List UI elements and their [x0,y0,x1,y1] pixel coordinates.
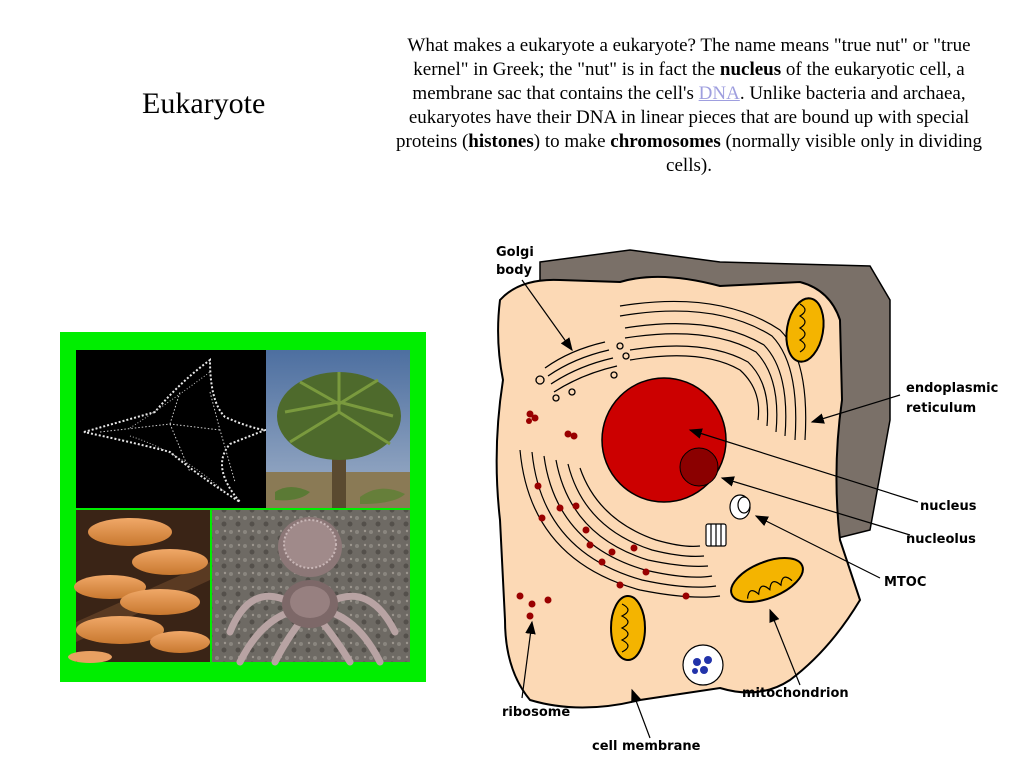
eukaryotic-cell-diagram: Golgi body endoplasmic reticulum nucleus… [495,245,998,754]
mitochondrion-right [730,557,804,603]
label-ribosome: ribosome [502,705,570,720]
description-text: What makes a eukaryote a eukaryote? The … [380,34,998,178]
diatom-photo [76,350,269,508]
description-part: What makes a eukaryote a eukaryote? The … [407,35,971,80]
bold-term-chromosomes: chromosomes [610,131,721,152]
description-part: of the eukaryotic cell, a membrane sac t… [412,59,965,104]
mitochondrion-upper [785,297,825,363]
label-arrows [521,279,919,739]
label-nucleus: nucleus [920,499,977,514]
mtoc-centrioles [705,494,751,547]
label-mitochondrion: mitochondrion [742,686,849,701]
description-part: (normally visible only in dividing cells… [666,131,982,176]
golgi-body [535,341,630,402]
label-nucleolus: nucleolus [906,532,976,547]
ribosomes [516,410,690,620]
label-cell-membrane: cell membrane [592,739,701,754]
slide-title: Eukaryote [142,87,266,120]
description-part: . Unlike bacteria and archaea, eukaryote… [396,83,970,152]
bold-term-nucleus: nucleus [719,59,782,80]
description-part: ) to make [533,131,611,152]
nucleolus [679,447,719,487]
tarantula-photo [212,510,410,666]
dna-link[interactable]: DNA [698,83,740,104]
label-golgi-line1: Golgi [496,245,534,260]
mushroom-photo [68,510,210,663]
endoplasmic-reticulum-rough [619,300,807,441]
organism-photo-collage [60,332,426,682]
collage-graphics [68,350,410,666]
endoplasmic-reticulum-smooth [519,449,721,598]
palm-tree-photo [266,350,410,508]
mitochondrion-lower [610,595,646,661]
label-er-line1: endoplasmic [906,381,998,396]
label-mtoc: MTOC [884,575,926,590]
bold-term-histones: histones [468,131,534,152]
label-golgi-line2: body [496,263,533,278]
label-er-line2: reticulum [906,401,976,416]
vesicle [682,644,724,686]
